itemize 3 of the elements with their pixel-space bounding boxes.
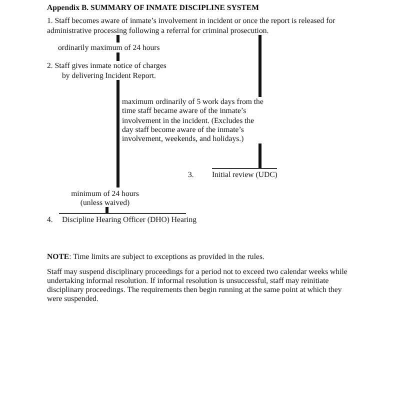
connector-line bbox=[116, 34, 120, 62]
connector-line bbox=[258, 34, 262, 170]
connector-line bbox=[106, 78, 120, 214]
